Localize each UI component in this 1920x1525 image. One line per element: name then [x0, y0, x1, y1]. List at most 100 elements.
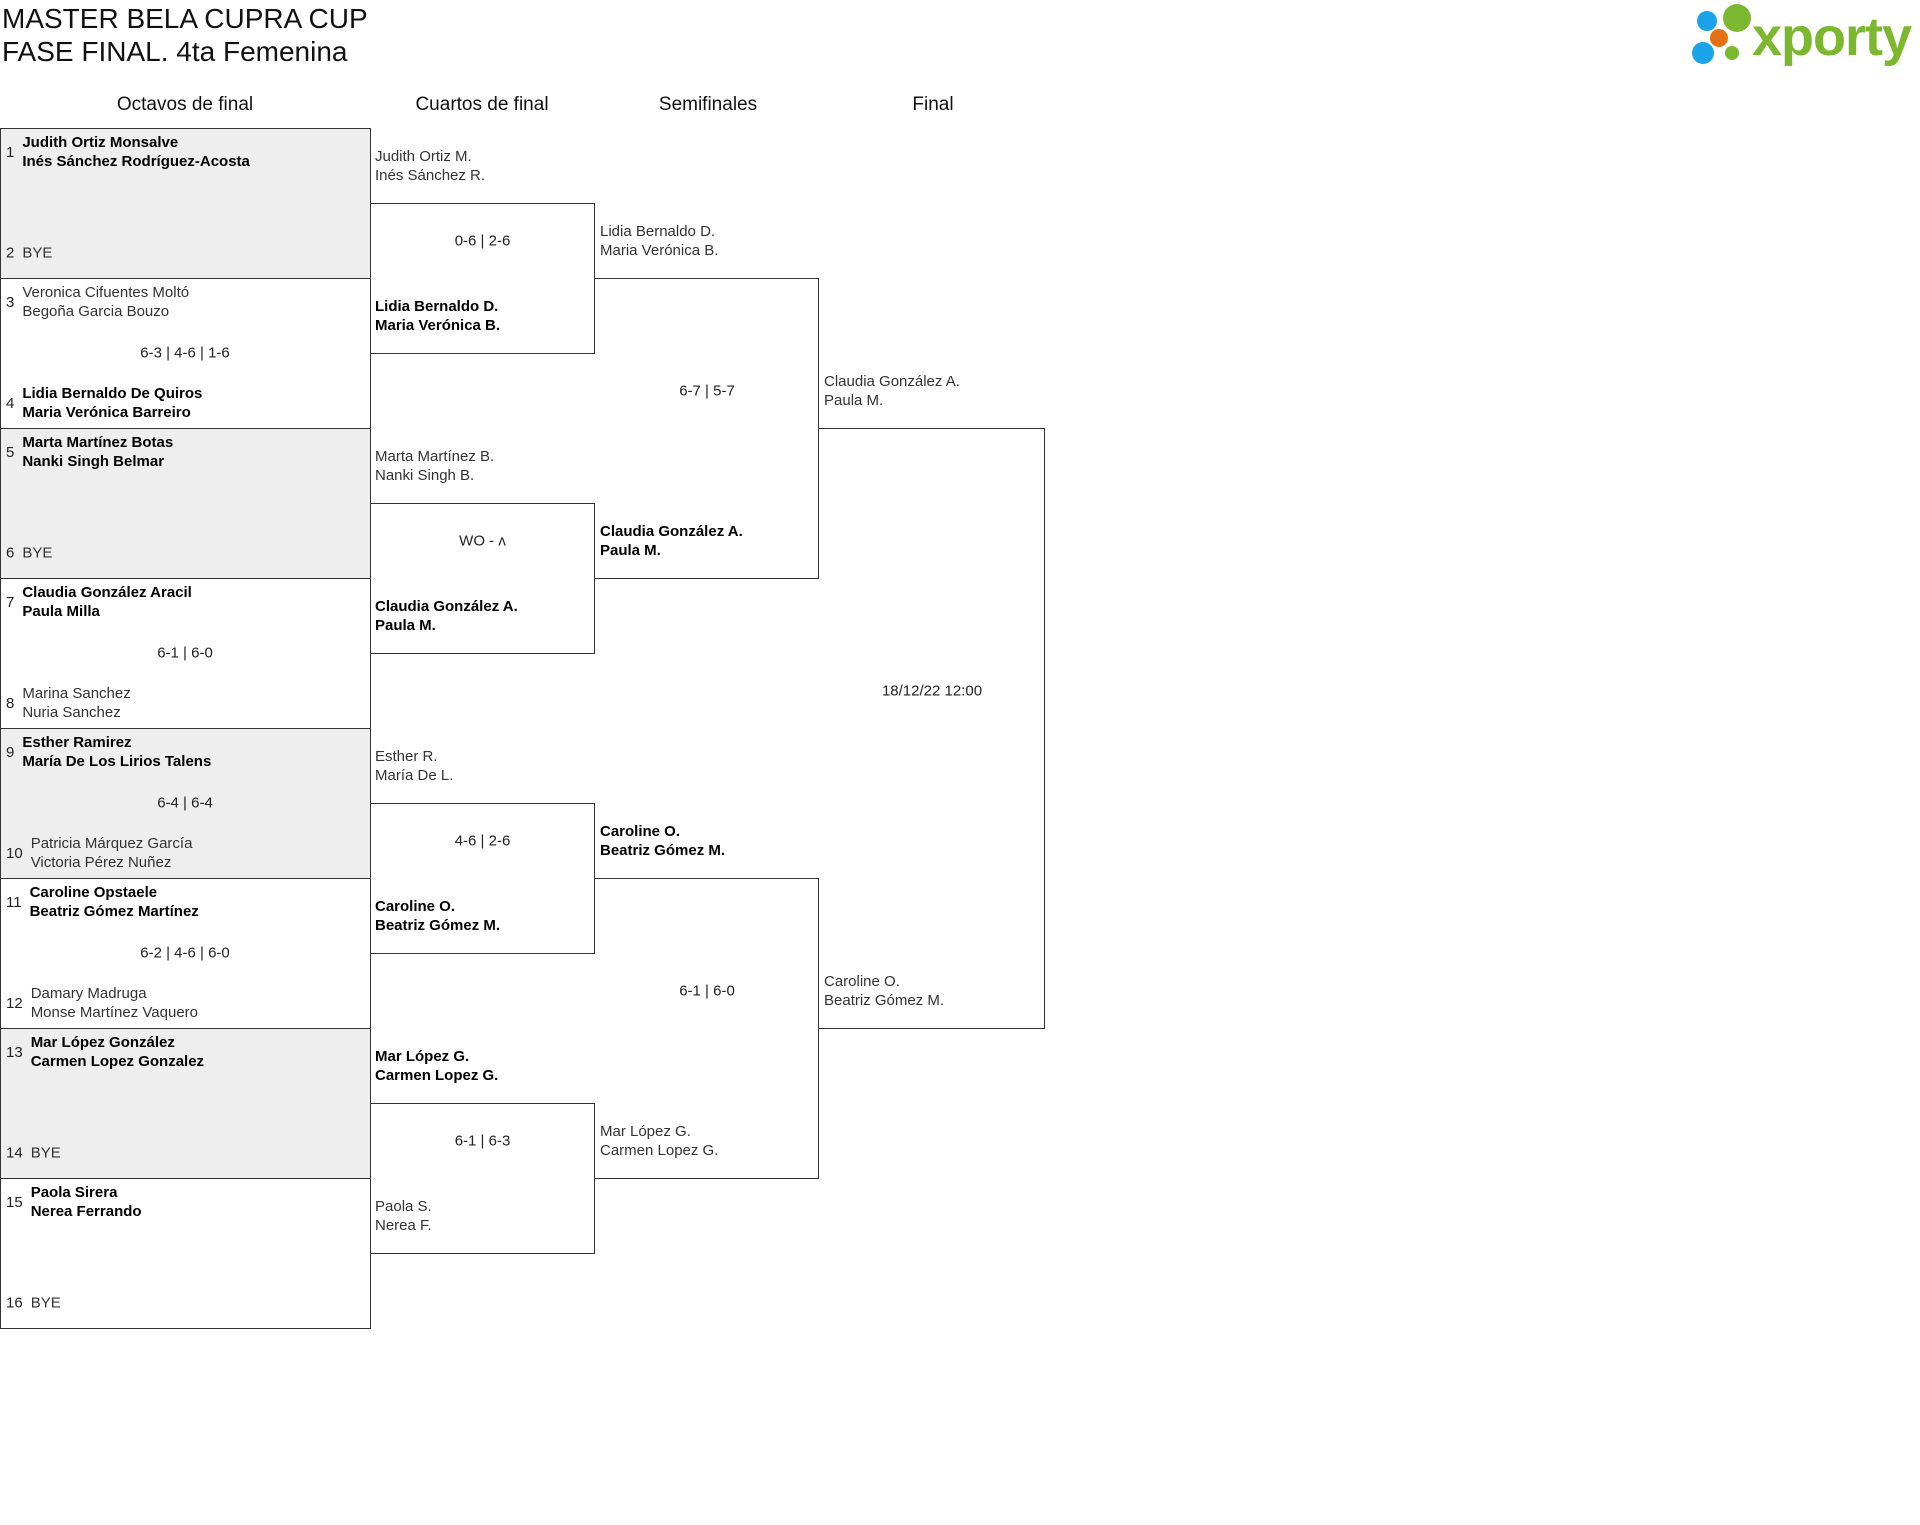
player-name: Nerea F.: [375, 1217, 432, 1234]
player-name: Maria Verónica B.: [600, 242, 719, 259]
round-header: Octavos de final: [116, 94, 254, 115]
team-names: BYE: [31, 1144, 61, 1163]
player-name: Inés Sánchez Rodríguez-Acosta: [22, 153, 250, 170]
match-connector: [370, 503, 595, 654]
player-name: Mar López González: [30, 1034, 175, 1051]
team-names: Claudia González A.Paula M.: [600, 522, 743, 560]
player-name: Carmen Lopez G.: [600, 1142, 719, 1159]
match-date: 18/12/22 12:00: [881, 682, 983, 700]
player-name: Mar López G.: [600, 1123, 691, 1140]
player-name: Lidia Bernaldo D.: [600, 223, 716, 240]
match-connector: [370, 203, 595, 354]
player-name: Lidia Bernaldo D.: [375, 298, 499, 315]
team-entry[interactable]: Claudia González A. Paula M.: [375, 597, 518, 635]
team-names: Claudia González A. Paula M.: [375, 597, 518, 635]
match-score: WO - ʌ: [459, 532, 506, 550]
player-name: María De Los Lirios Talens: [22, 753, 212, 770]
seed-number: 16: [6, 1294, 23, 1312]
team-entry[interactable]: 6 BYE: [6, 544, 52, 563]
team-entry[interactable]: 16 BYE: [6, 1294, 61, 1313]
team-entry[interactable]: Esther R. María De L.: [375, 747, 453, 785]
team-entry[interactable]: Caroline O.Beatriz Gómez M.: [600, 822, 725, 860]
team-entry[interactable]: 14 BYE: [6, 1144, 61, 1163]
logo-dot-icon: [1692, 42, 1714, 64]
round-header: Cuartos de final: [415, 94, 549, 115]
player-name: Claudia González A.: [375, 598, 518, 615]
seed-number: 5: [6, 443, 15, 461]
seed-number: 6: [6, 544, 15, 562]
team-names: BYE: [22, 244, 52, 263]
player-name: Nanki Singh Belmar: [22, 453, 165, 470]
player-name: Beatriz Gómez M.: [824, 992, 945, 1009]
player-name: Paula Milla: [22, 603, 100, 620]
team-entry[interactable]: Lidia Bernaldo D. Maria Verónica B.: [375, 297, 500, 335]
player-name: BYE: [22, 544, 53, 562]
match-connector: [595, 878, 819, 1179]
logo-dot-icon: [1697, 11, 1717, 31]
logo-wordmark: xporty: [1752, 7, 1912, 67]
match-cell: [0, 1028, 371, 1178]
seed-number: 14: [6, 1144, 23, 1162]
match-score: 0-6 | 2-6: [454, 232, 511, 250]
team-entry[interactable]: Claudia González A.Paula M.: [824, 372, 960, 410]
player-name: Judith Ortiz Monsalve: [22, 134, 179, 151]
player-name: Patricia Márquez García: [30, 835, 193, 852]
player-name: Maria Verónica Barreiro: [22, 404, 191, 421]
player-name: Claudia González Aracil: [22, 584, 192, 601]
seed-number: 12: [6, 994, 23, 1012]
player-name: Maria Verónica B.: [375, 317, 501, 334]
seed-number: 7: [6, 593, 15, 611]
player-name: Marina Sanchez: [22, 685, 131, 702]
match-score: 4-6 | 2-6: [454, 832, 511, 850]
team-entry[interactable]: Lidia Bernaldo D. Maria Verónica B.: [600, 222, 718, 260]
team-names: Paola S.Nerea F.: [375, 1197, 432, 1235]
player-name: Caroline O.: [375, 898, 456, 915]
seed-number: 8: [6, 694, 15, 712]
team-names: Lidia Bernaldo D. Maria Verónica B.: [600, 222, 718, 260]
team-entry[interactable]: Judith Ortiz M.Inés Sánchez R.: [375, 147, 485, 185]
seed-number: 9: [6, 743, 15, 761]
team-names: Caroline O.Beatriz Gómez M.: [375, 897, 500, 935]
team-entry[interactable]: Mar López G.Carmen Lopez G.: [375, 1047, 498, 1085]
team-entry[interactable]: Marta Martínez B.Nanki Singh B.: [375, 447, 494, 485]
seed-number: 11: [6, 893, 22, 911]
match-cell: [0, 428, 371, 578]
player-name: Veronica Cifuentes Moltó: [22, 284, 190, 301]
match-score: 6-1 | 6-0: [679, 982, 735, 1000]
match-score: 6-7 | 5-7: [679, 382, 735, 400]
team-names: Caroline O.Beatriz Gómez M.: [824, 972, 944, 1010]
player-name: Marta Martínez Botas: [22, 434, 174, 451]
team-entry[interactable]: Mar López G. Carmen Lopez G.: [600, 1122, 718, 1160]
team-entry[interactable]: Caroline O.Beatriz Gómez M.: [824, 972, 944, 1010]
player-name: Paula M.: [375, 617, 436, 634]
player-name: BYE: [30, 1294, 61, 1312]
player-name: Esther R.: [375, 748, 438, 765]
logo-dot-icon: [1725, 46, 1739, 60]
logo-dot-icon: [1710, 29, 1728, 47]
team-entry[interactable]: Caroline O.Beatriz Gómez M.: [375, 897, 500, 935]
team-names: BYE: [22, 544, 52, 563]
player-name: Mar López G.: [375, 1048, 470, 1065]
player-name: María De L.: [375, 767, 454, 784]
team-entry[interactable]: Paola S.Nerea F.: [375, 1197, 432, 1235]
player-name: Paola Sirera: [30, 1184, 118, 1201]
match-score: 6-1 | 6-3: [454, 1132, 511, 1150]
match-score: 6-1 | 6-0: [157, 644, 213, 662]
player-name: Paula M.: [600, 542, 661, 559]
team-entry[interactable]: Claudia González A.Paula M.: [600, 522, 743, 560]
